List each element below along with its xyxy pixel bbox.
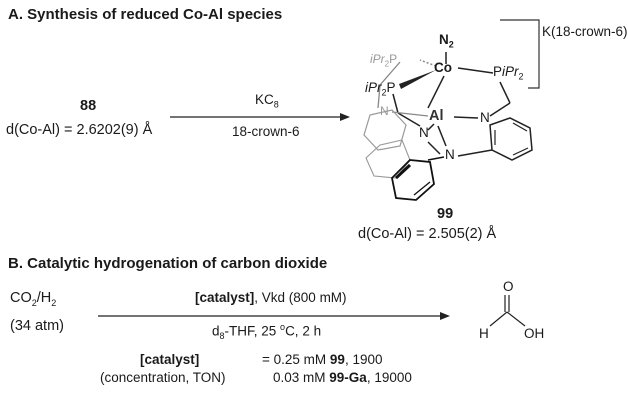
al-ncenter-bond (427, 123, 435, 131)
al-nlower-bond (437, 125, 447, 147)
co-p-left-bond (399, 70, 436, 89)
al-nback-bond (391, 111, 429, 117)
table-header-sub: (concentration, TON) (100, 370, 226, 385)
table-header: [catalyst] (140, 352, 200, 367)
pright-ch2 (499, 81, 511, 104)
conditions-bottom: d8-THF, 25 oC, 2 h (212, 322, 322, 342)
formic-c-oh (506, 311, 526, 327)
pback-ch2 (379, 61, 401, 86)
section-b-title: B. Catalytic hydrogenation of carbon dio… (8, 255, 328, 272)
atom-co: Co (434, 60, 452, 75)
al-nright-bond (453, 116, 479, 119)
reagent-kc-sub: 8 (273, 99, 279, 110)
reagent-bottom: 18-crown-6 (232, 124, 300, 139)
formic-h: H (479, 326, 489, 341)
front-ring (391, 159, 435, 201)
counterion-label: K(18-crown-6) (542, 24, 628, 39)
right-ring (489, 117, 533, 161)
atom-n-back: N (380, 104, 389, 118)
ncenter-nlower-bond (427, 141, 441, 155)
conditions-top: [catalyst], Vkd (800 mM) (195, 290, 347, 305)
pleft-ch2 (392, 93, 399, 114)
co-p-right-bond (457, 67, 494, 74)
ch2-nright (489, 102, 511, 117)
product-distance: d(Co-Al) = 2.505(2) Å (358, 226, 497, 242)
formic-oh: OH (524, 326, 545, 341)
ch2-ncenter (397, 112, 421, 127)
reagent-top: KC8 (255, 92, 279, 110)
reaction-arrow-b-head (440, 312, 450, 320)
atom-p-back: iPr2P (370, 52, 398, 69)
formic-c-h (489, 311, 508, 327)
table-row-1: = 0.25 mM 99, 1900 (262, 352, 383, 367)
atom-al: Al (429, 108, 444, 124)
atom-n-center: N (419, 125, 429, 140)
table-row-2: 0.03 mM 99-Ga, 19000 (273, 370, 412, 385)
front-ring-wedge (394, 163, 412, 180)
reaction-arrow-a-head (340, 113, 350, 121)
pback-ch2-b (377, 84, 381, 109)
nlower-ring-bond (457, 149, 493, 157)
pressure-label: (34 atm) (10, 318, 64, 334)
atom-n-lower: N (445, 147, 455, 162)
atom-n2: N2 (439, 32, 454, 50)
atom-p-left: iPr2P (365, 80, 396, 98)
atom-p-right: PiPr2 (493, 64, 524, 82)
reagent-kc: KC (255, 92, 274, 107)
atom-n-right: N (480, 110, 490, 125)
co-p-back-bond (419, 59, 437, 67)
start-distance: d(Co-Al) = 2.6202(9) Å (6, 122, 153, 138)
start-compound-label: 88 (80, 98, 97, 114)
product-compound-label: 99 (437, 206, 454, 222)
section-a-title: A. Synthesis of reduced Co-Al species (8, 6, 283, 23)
counterion-bracket (500, 19, 540, 89)
formic-o: O (503, 279, 514, 294)
substrate-label: CO2/H2 (10, 290, 57, 308)
back-ring (363, 109, 407, 151)
co-al-bond (427, 75, 445, 109)
